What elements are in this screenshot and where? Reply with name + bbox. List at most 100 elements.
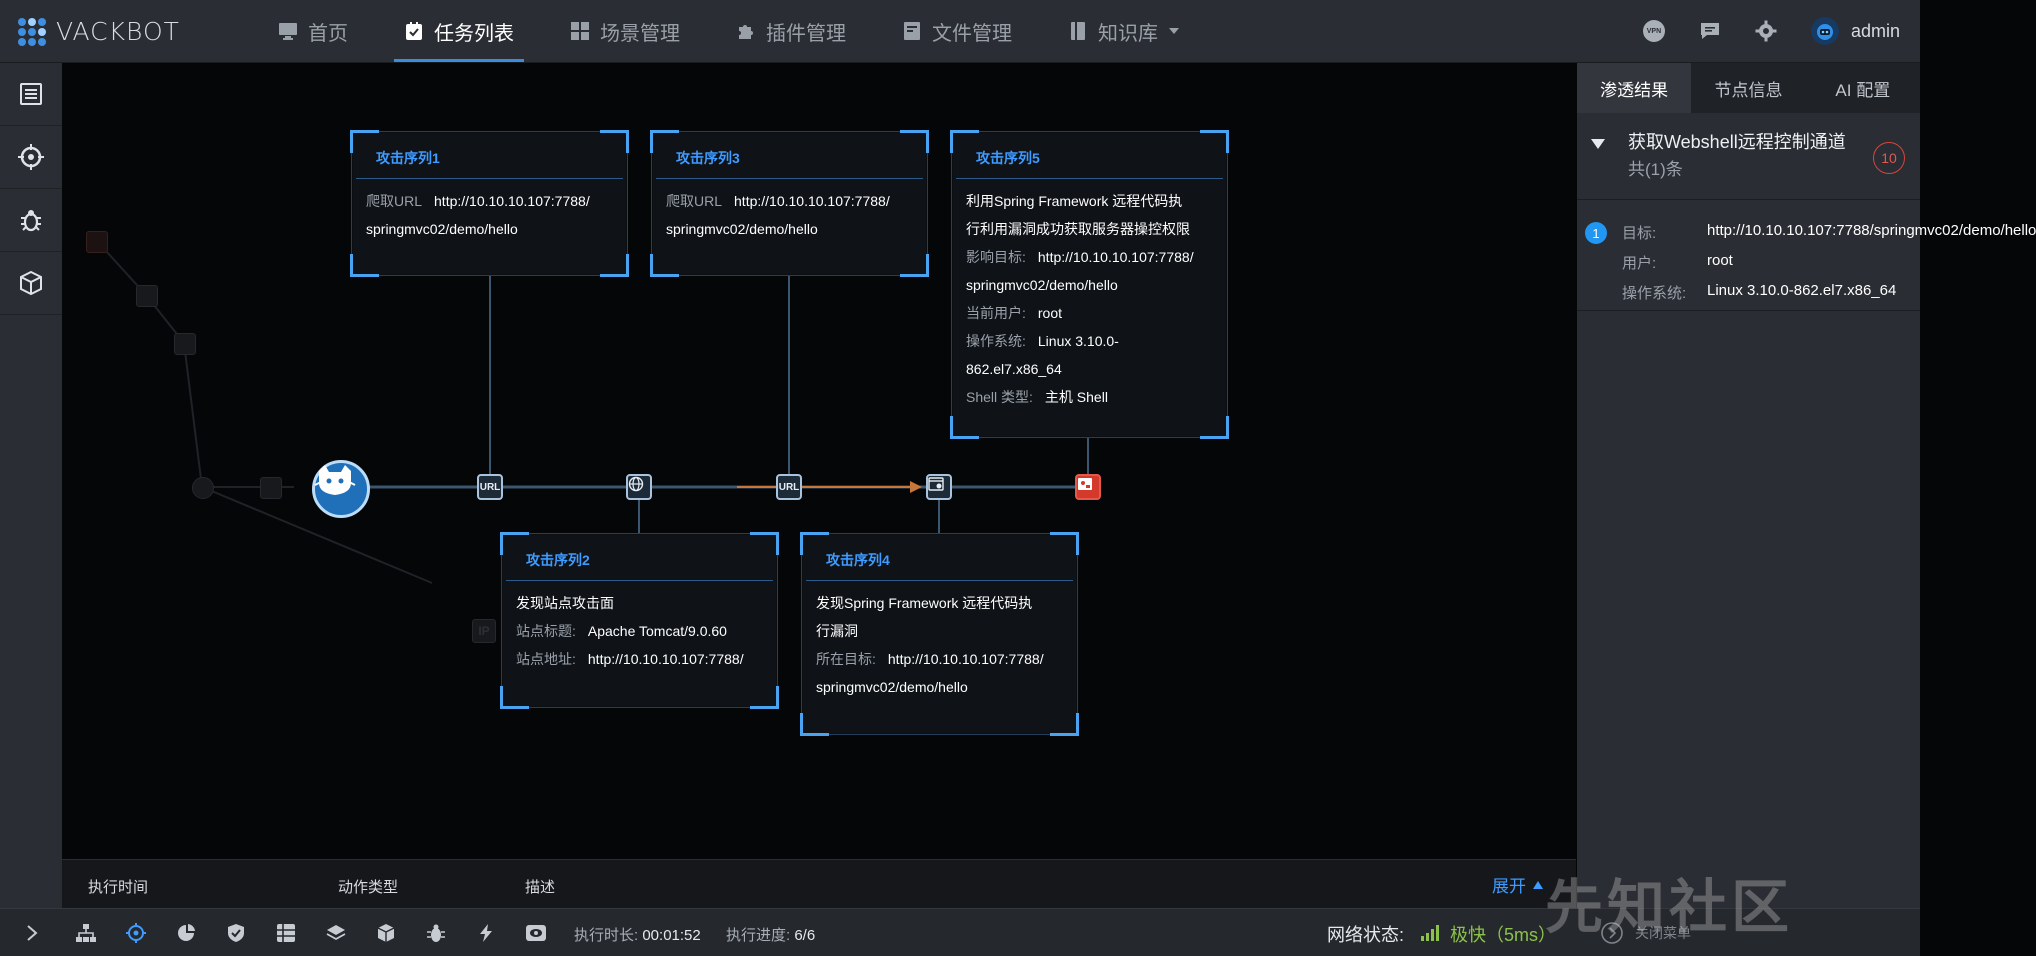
attack-card-5[interactable]: 攻击序列5 利用Spring Framework 远程代码执 行利用漏洞成功获取… bbox=[950, 130, 1229, 439]
card-value: Linux 3.10.0- bbox=[1037, 333, 1119, 349]
cube-icon bbox=[377, 924, 395, 942]
nav-files[interactable]: 文件管理 bbox=[874, 0, 1040, 62]
col-exec-time[interactable]: 执行时间 bbox=[88, 879, 149, 896]
item-number-badge: 1 bbox=[1585, 222, 1607, 244]
bug-icon bbox=[427, 924, 445, 942]
network-status-label: 网络状态: bbox=[1327, 925, 1405, 945]
shield-icon bbox=[228, 924, 244, 942]
signal-icon bbox=[1421, 925, 1439, 941]
card-value: 862.el7.x86_64 bbox=[966, 361, 1062, 377]
lightning-button[interactable] bbox=[474, 921, 498, 945]
list-icon bbox=[20, 83, 42, 105]
nav-scenes[interactable]: 场景管理 bbox=[542, 0, 708, 62]
rail-target-button[interactable] bbox=[0, 126, 62, 189]
col-action-type[interactable]: 动作类型 bbox=[338, 879, 399, 896]
vpn-label: VPN bbox=[1646, 27, 1662, 35]
site-node[interactable] bbox=[626, 474, 652, 500]
vuln-node[interactable] bbox=[926, 474, 952, 500]
user-menu[interactable]: admin bbox=[1810, 17, 1900, 45]
shell-node[interactable] bbox=[1075, 474, 1101, 500]
logo-icon bbox=[18, 17, 46, 46]
nav-tasks-label: 任务列表 bbox=[434, 22, 514, 45]
hierarchy-icon bbox=[76, 924, 96, 942]
cube-button[interactable] bbox=[374, 921, 398, 945]
card-value: http://10.10.10.107:7788/ bbox=[734, 193, 890, 209]
result-group-header[interactable]: 获取Webshell远程控制通道 共(1)条 10 bbox=[1577, 113, 1920, 200]
nav-knowledge[interactable]: 知识库 bbox=[1040, 0, 1208, 62]
exec-progress: 执行进度: 6/6 bbox=[726, 924, 815, 945]
top-navbar: VACKBOT 首页 任务列表 场景管理 插件管理 文件管理 知识库 VPN bbox=[0, 0, 1920, 63]
nav-tasks[interactable]: 任务列表 bbox=[376, 0, 542, 62]
card-key: 操作系统: bbox=[966, 333, 1026, 349]
bug-button[interactable] bbox=[424, 921, 448, 945]
nav-plugins[interactable]: 插件管理 bbox=[708, 0, 874, 62]
progress-value: 6/6 bbox=[794, 927, 816, 944]
puzzle-icon bbox=[739, 25, 753, 39]
duration-value: 00:01:52 bbox=[642, 927, 701, 944]
card-key: 爬取URL bbox=[366, 193, 423, 209]
nav-home-label: 首页 bbox=[308, 22, 348, 45]
pie-button[interactable] bbox=[174, 921, 198, 945]
attack-card-4[interactable]: 攻击序列4 发现Spring Framework 远程代码执 行漏洞 所在目标:… bbox=[800, 532, 1079, 736]
message-icon[interactable] bbox=[1699, 20, 1721, 42]
rail-cube-button[interactable] bbox=[0, 252, 62, 315]
right-panel: 渗透结果 节点信息 AI 配置 获取Webshell远程控制通道 共(1)条 1… bbox=[1577, 63, 2036, 908]
hierarchy-button[interactable] bbox=[74, 921, 98, 945]
user-label: 用户: bbox=[1622, 255, 1657, 272]
tab-pentest-results[interactable]: 渗透结果 bbox=[1577, 63, 1692, 113]
target-button[interactable] bbox=[124, 921, 148, 945]
url-node-1[interactable]: URL bbox=[477, 474, 503, 500]
card-title: 攻击序列3 bbox=[656, 132, 923, 179]
collapse-toggle[interactable] bbox=[20, 921, 44, 945]
layers-button[interactable] bbox=[324, 921, 348, 945]
close-menu-button[interactable]: 关闭菜单 bbox=[1635, 925, 1691, 941]
card-key: 影响目标: bbox=[966, 249, 1026, 265]
card-key: 站点标题: bbox=[516, 623, 576, 639]
top-right-tools: VPN admin bbox=[1642, 0, 1900, 62]
gear-icon[interactable] bbox=[1755, 20, 1777, 42]
bug-icon bbox=[21, 210, 41, 232]
left-toolbar bbox=[0, 63, 62, 908]
expand-button[interactable]: 展开 bbox=[1492, 872, 1544, 897]
tab-ai-config[interactable]: AI 配置 bbox=[1835, 80, 1891, 100]
close-menu-icon[interactable] bbox=[1600, 921, 1624, 945]
ip-node-label: IP bbox=[478, 624, 490, 638]
col-description[interactable]: 描述 bbox=[525, 879, 556, 896]
eye-button[interactable] bbox=[524, 921, 548, 945]
result-item[interactable]: 1 目标: http://10.10.10.107:7788/springmvc… bbox=[1577, 200, 2036, 311]
os-label: 操作系统: bbox=[1622, 285, 1687, 302]
right-panel-tabs: 渗透结果 节点信息 AI 配置 bbox=[1577, 63, 1920, 113]
globe-icon bbox=[628, 476, 644, 492]
nav-home[interactable]: 首页 bbox=[250, 0, 376, 62]
url-node-2[interactable]: URL bbox=[776, 474, 802, 500]
table-button[interactable] bbox=[274, 921, 298, 945]
ghost-node bbox=[86, 231, 108, 253]
shield-button[interactable] bbox=[224, 921, 248, 945]
vpn-icon[interactable]: VPN bbox=[1642, 20, 1665, 42]
rail-list-button[interactable] bbox=[0, 63, 62, 126]
progress-label: 执行进度: bbox=[726, 927, 791, 944]
card-value: root bbox=[1037, 305, 1063, 321]
card-title: 攻击序列2 bbox=[506, 534, 773, 581]
card-value: http://10.10.10.107:7788/ bbox=[1037, 249, 1194, 265]
monitor-icon bbox=[279, 23, 297, 40]
username: admin bbox=[1850, 20, 1900, 41]
tab-node-info[interactable]: 节点信息 bbox=[1714, 80, 1783, 100]
collapse-triangle-icon[interactable] bbox=[1591, 139, 1605, 149]
browser-alert-icon bbox=[928, 477, 944, 491]
rail-bug-button[interactable] bbox=[0, 189, 62, 252]
card-text: 发现Spring Framework 远程代码执 bbox=[816, 595, 1033, 611]
nav-knowledge-label: 知识库 bbox=[1098, 22, 1158, 45]
card-title: 攻击序列4 bbox=[806, 534, 1073, 581]
severity-badge: 10 bbox=[1873, 142, 1905, 174]
card-key: 当前用户: bbox=[966, 305, 1026, 321]
logo[interactable]: VACKBOT bbox=[18, 17, 180, 46]
triangle-up-icon bbox=[1533, 880, 1543, 889]
task-icon bbox=[406, 22, 422, 40]
attack-card-2[interactable]: 攻击序列2 发现站点攻击面 站点标题:Apache Tomcat/9.0.60 … bbox=[500, 532, 779, 709]
root-node[interactable] bbox=[312, 460, 370, 518]
avatar bbox=[1810, 17, 1839, 45]
